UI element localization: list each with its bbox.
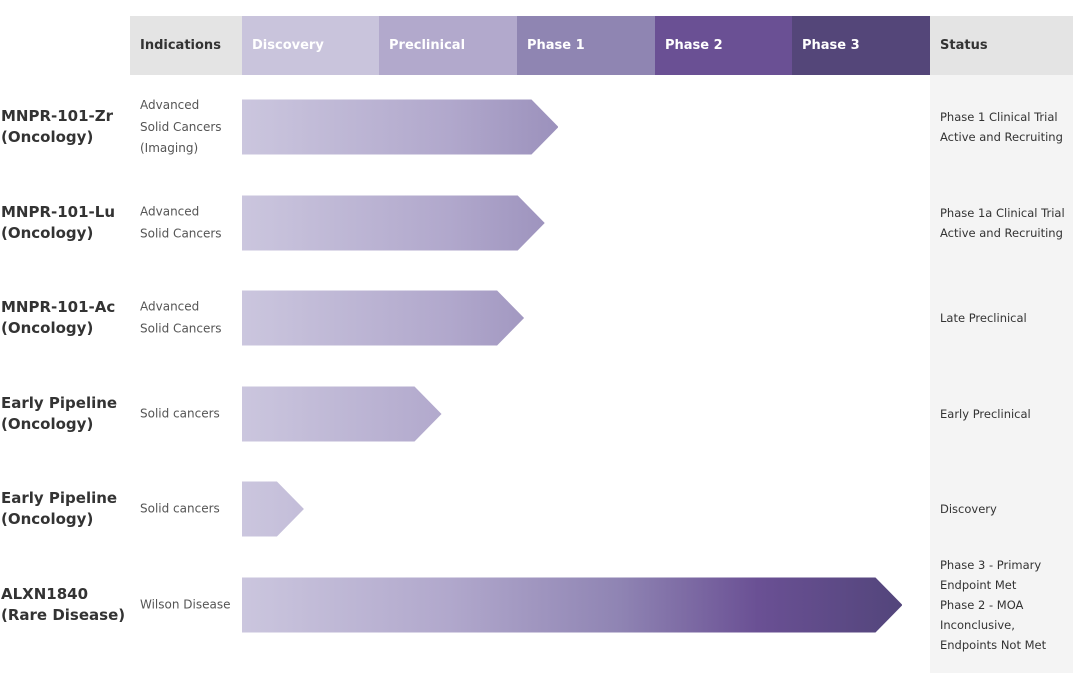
header-indications: Indications — [130, 16, 242, 75]
program-name-line: Early Pipeline — [1, 394, 118, 412]
progress-arrow — [242, 577, 903, 633]
program-name-line: (Oncology) — [1, 128, 94, 146]
indication: Solid cancers — [140, 498, 240, 520]
program-name: MNPR-101-Ac (Oncology) — [1, 297, 129, 339]
status-line: Phase 2 - MOA — [940, 598, 1024, 612]
indication-line: Solid Cancers — [140, 226, 222, 240]
indication-line: Advanced — [140, 204, 200, 219]
program-name-line: MNPR-101-Zr — [1, 107, 114, 125]
status-line: Active and Recruiting — [940, 226, 1063, 240]
header-phase-2: Phase 2 — [655, 16, 792, 75]
indication-line: Solid Cancers — [140, 119, 222, 134]
indication: Wilson Disease — [140, 594, 240, 616]
progress-arrow — [242, 195, 545, 251]
status-line: Discovery — [940, 502, 997, 516]
status-column-bg — [930, 75, 1073, 673]
program-name: Early Pipeline (Oncology) — [1, 393, 129, 435]
header-preclinical: Preclinical — [379, 16, 517, 75]
indication-line: Solid Cancers — [140, 321, 222, 335]
progress-arrow — [242, 290, 525, 346]
program-name: ALXN1840 (Rare Disease) — [1, 584, 129, 626]
program-name-line: ALXN1840 — [1, 585, 89, 603]
program-name-line: MNPR-101-Lu — [1, 203, 116, 221]
status-line: Endpoints Not Met — [940, 638, 1047, 652]
program-name-line: (Oncology) — [1, 319, 94, 337]
program-name: Early Pipeline (Oncology) — [1, 488, 129, 530]
status-line: Early Preclinical — [940, 407, 1031, 421]
status-line: Active and Recruiting — [940, 130, 1063, 144]
status-text: Late Preclinical — [940, 308, 1070, 328]
header-status: Status — [930, 16, 1073, 75]
program-name-line: MNPR-101-Ac — [1, 298, 116, 316]
program-name-line: (Rare Disease) — [1, 606, 126, 624]
pipeline-row: ALXN1840 (Rare Disease) Wilson Disease Phas… — [0, 557, 1080, 653]
progress-arrow — [242, 99, 559, 155]
pipeline-row: Early Pipeline (Oncology) Solid cancers Ear… — [0, 366, 1080, 462]
pipeline-row: Early Pipeline (Oncology) Solid cancers Dis… — [0, 461, 1080, 557]
status-line: Inconclusive, — [940, 618, 1015, 632]
program-name-line: (Oncology) — [1, 224, 94, 242]
indication-line: Advanced — [140, 97, 200, 112]
status-text: Early Preclinical — [940, 404, 1070, 424]
status-text: Discovery — [940, 499, 1070, 519]
header-discovery: Discovery — [242, 16, 379, 75]
indication-line: (Imaging) — [140, 140, 199, 155]
status-line: Phase 3 - Primary — [940, 558, 1042, 572]
status-line: Late Preclinical — [940, 311, 1027, 325]
program-name-line: (Oncology) — [1, 510, 94, 528]
indication-line: Solid cancers — [140, 406, 220, 421]
progress-arrow — [242, 481, 304, 537]
indication: Solid cancers — [140, 403, 240, 425]
program-name-line: (Oncology) — [1, 415, 94, 433]
progress-arrow — [242, 386, 442, 442]
program-name: MNPR-101-Zr (Oncology) — [1, 106, 129, 148]
program-name-line: Early Pipeline — [1, 489, 118, 507]
status-line: Phase 1a Clinical Trial — [940, 206, 1065, 220]
header-phase-1: Phase 1 — [517, 16, 655, 75]
program-name: MNPR-101-Lu (Oncology) — [1, 202, 129, 244]
status-line: Endpoint Met — [940, 578, 1017, 592]
status-line: Phase 1 Clinical Trial — [940, 110, 1058, 124]
indication-line: Advanced — [140, 299, 200, 314]
header-phase-3: Phase 3 — [792, 16, 930, 75]
indication-line: Solid cancers — [140, 501, 220, 516]
indication-line: Wilson Disease — [140, 597, 231, 612]
